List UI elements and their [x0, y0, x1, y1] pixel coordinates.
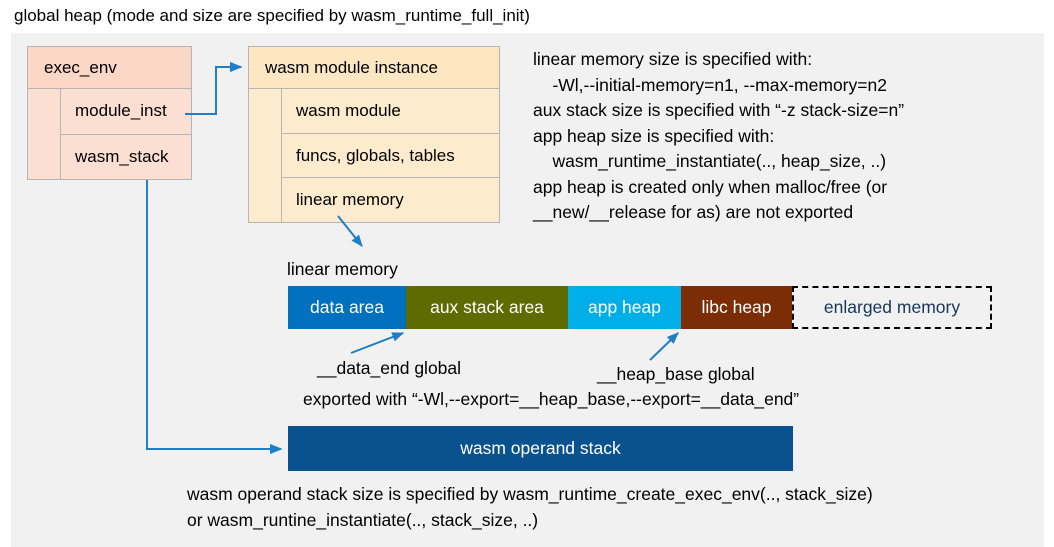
field-wasm-module: wasm module [282, 89, 499, 134]
memory-segment-enlarged-memory: enlarged memory [792, 286, 992, 329]
wasm-module-instance-body: wasm module funcs, globals, tables linea… [249, 89, 499, 223]
annotation-data-end: __data_end global [317, 358, 462, 378]
field-linear-memory: linear memory [282, 178, 499, 223]
memory-segment-aux-stack-area: aux stack area [406, 286, 568, 329]
exec-env-field-wasm-stack: wasm_stack [61, 134, 191, 179]
operand-stack-notes: wasm operand stack size is specified by … [187, 484, 873, 530]
linear-memory-bar: data area aux stack area app heap libc h… [288, 286, 992, 329]
field-funcs-globals-tables: funcs, globals, tables [282, 133, 499, 179]
wasm-operand-stack-bar: wasm operand stack [288, 426, 793, 471]
linear-memory-label: linear memory [287, 259, 398, 279]
exec-env-field-module-inst: module_inst [61, 89, 191, 135]
exec-env-gutter [28, 89, 61, 179]
wasm-module-instance-fields: wasm module funcs, globals, tables linea… [282, 89, 499, 223]
exec-env-body: module_inst wasm_stack [28, 89, 191, 179]
exec-env-fields: module_inst wasm_stack [61, 89, 191, 179]
wasm-module-instance-box: wasm module instance wasm module funcs, … [248, 46, 500, 223]
linear-memory-notes: linear memory size is specified with: -W… [533, 49, 905, 222]
wasm-module-instance-header: wasm module instance [249, 47, 499, 89]
memory-segment-libc-heap: libc heap [681, 286, 792, 329]
annotation-heap-base: __heap_base global [597, 364, 755, 384]
exec-env-box: exec_env module_inst wasm_stack [27, 46, 192, 180]
memory-segment-data-area: data area [288, 286, 406, 329]
wasm-module-instance-gutter [249, 89, 282, 222]
memory-segment-app-heap: app heap [568, 286, 681, 329]
page-title: global heap (mode and size are specified… [14, 6, 530, 25]
exec-env-header: exec_env [28, 47, 191, 89]
annotation-exported-with: exported with “-Wl,--export=__heap_base,… [303, 389, 800, 409]
